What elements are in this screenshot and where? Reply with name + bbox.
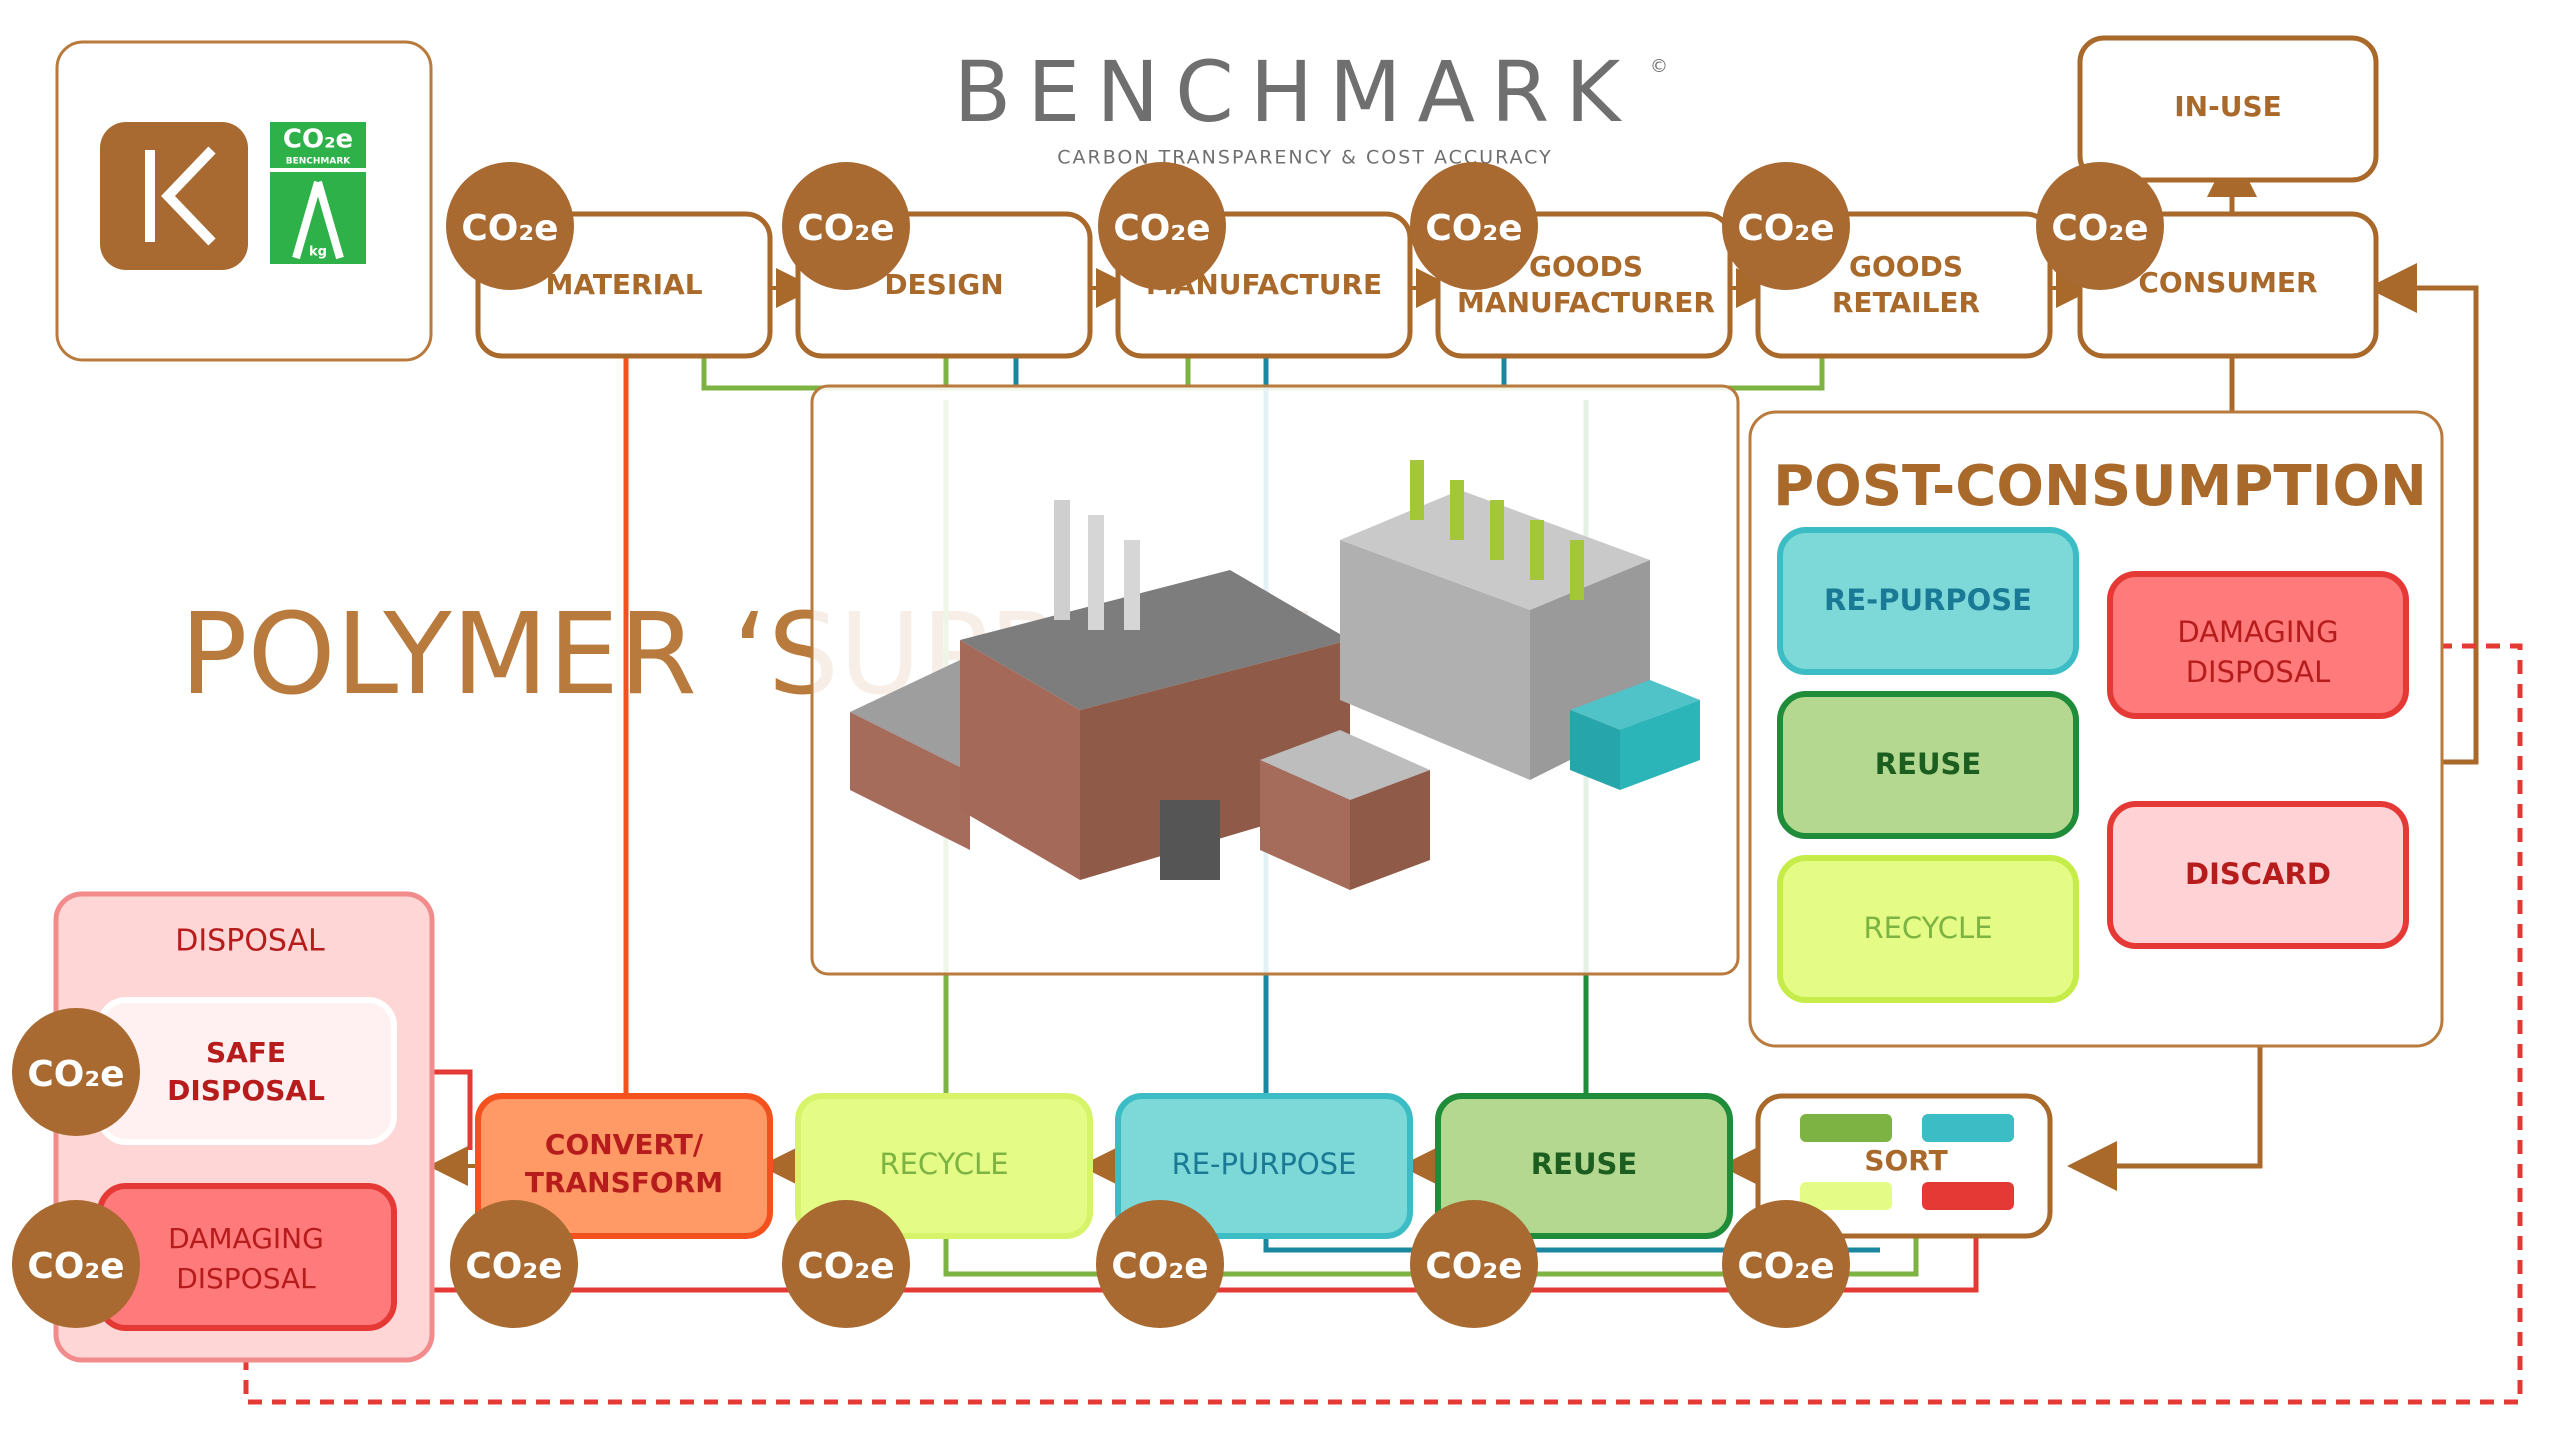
- co2e-circle-repurpose: CO₂e: [1096, 1200, 1224, 1328]
- svg-text:CO₂e: CO₂e: [1425, 1246, 1522, 1287]
- svg-text:CO₂e: CO₂e: [1425, 208, 1522, 249]
- pc-discard[interactable]: DISCARD: [2107, 801, 2409, 949]
- co2e-circle-damaging-disposal: CO₂e: [12, 1200, 140, 1328]
- step-in-use[interactable]: IN-USE: [2077, 35, 2379, 183]
- co2e-circle-recycle: CO₂e: [782, 1200, 910, 1328]
- svg-text:CO₂e: CO₂e: [283, 125, 353, 155]
- svg-text:CO₂e: CO₂e: [27, 1054, 124, 1095]
- svg-text:CO₂e: CO₂e: [465, 1246, 562, 1287]
- step-convert-transform[interactable]: CONVERT/ TRANSFORM: [475, 1093, 773, 1239]
- svg-text:DAMAGING: DAMAGING: [2177, 615, 2338, 649]
- svg-text:DESIGN: DESIGN: [884, 268, 1003, 301]
- step-sort[interactable]: SORT: [1755, 1093, 2053, 1239]
- co2e-markers: CO₂e CO₂e CO₂e CO₂e CO₂e CO₂e CO₂e CO₂e …: [12, 162, 2164, 1328]
- svg-text:SAFE: SAFE: [206, 1036, 286, 1069]
- svg-text:TRANSFORM: TRANSFORM: [525, 1166, 723, 1199]
- svg-text:DAMAGING: DAMAGING: [168, 1222, 324, 1255]
- co2e-circle-consumer: CO₂e: [2036, 162, 2164, 290]
- sort-swatch-red: [1922, 1182, 2014, 1210]
- svg-text:SORT: SORT: [1864, 1144, 1947, 1177]
- co2e-circle-reuse: CO₂e: [1410, 1200, 1538, 1328]
- svg-text:MANUFACTURER: MANUFACTURER: [1457, 286, 1715, 319]
- co2e-circle-manufacture: CO₂e: [1098, 162, 1226, 290]
- svg-text:RE-PURPOSE: RE-PURPOSE: [1172, 1147, 1357, 1181]
- svg-text:RECYCLE: RECYCLE: [879, 1147, 1008, 1181]
- brand-copyright: ©: [1650, 56, 1668, 77]
- post-consumption-heading: POST-CONSUMPTION: [1773, 454, 2427, 519]
- svg-text:GOODS: GOODS: [1849, 250, 1963, 283]
- svg-text:DISPOSAL: DISPOSAL: [167, 1074, 325, 1107]
- svg-text:RETAILER: RETAILER: [1832, 286, 1980, 319]
- svg-text:CO₂e: CO₂e: [2051, 208, 2148, 249]
- benchmark-k-logo: [100, 122, 248, 270]
- co2e-circle-convert: CO₂e: [450, 1200, 578, 1328]
- sort-swatch-green: [1800, 1114, 1892, 1142]
- svg-text:CO₂e: CO₂e: [797, 208, 894, 249]
- co2e-circle-design: CO₂e: [782, 162, 910, 290]
- svg-text:DISCARD: DISCARD: [2185, 857, 2331, 891]
- svg-text:DISPOSAL: DISPOSAL: [2186, 655, 2331, 689]
- svg-text:CO₂e: CO₂e: [1111, 1246, 1208, 1287]
- svg-text:CO₂e: CO₂e: [1113, 208, 1210, 249]
- svg-text:MATERIAL: MATERIAL: [545, 268, 702, 301]
- step-reuse[interactable]: REUSE: [1435, 1093, 1733, 1239]
- pc-damaging-disposal[interactable]: DAMAGING DISPOSAL: [2107, 571, 2409, 719]
- sort-swatch-teal: [1922, 1114, 2014, 1142]
- svg-text:REUSE: REUSE: [1531, 1147, 1637, 1181]
- svg-text:CONVERT/: CONVERT/: [545, 1128, 704, 1161]
- svg-text:CO₂e: CO₂e: [27, 1246, 124, 1287]
- co2e-circle-safe-disposal: CO₂e: [12, 1008, 140, 1136]
- svg-text:CO₂e: CO₂e: [1737, 1246, 1834, 1287]
- svg-text:IN-USE: IN-USE: [2174, 90, 2282, 123]
- co2e-circle-material: CO₂e: [446, 162, 574, 290]
- step-repurpose[interactable]: RE-PURPOSE: [1115, 1093, 1413, 1239]
- co2e-benchmark-badge: CO₂e BENCHMARK kg: [270, 122, 366, 264]
- sort-swatch-yellow: [1800, 1182, 1892, 1210]
- pc-repurpose[interactable]: RE-PURPOSE: [1777, 527, 2079, 675]
- svg-text:CO₂e: CO₂e: [797, 1246, 894, 1287]
- svg-text:DISPOSAL: DISPOSAL: [176, 1262, 316, 1295]
- svg-text:CO₂e: CO₂e: [1737, 208, 1834, 249]
- safe-disposal[interactable]: SAFE DISPOSAL: [97, 997, 397, 1145]
- svg-text:REUSE: REUSE: [1875, 747, 1981, 781]
- brand-header: BENCHMARK © CARBON TRANSPARENCY & COST A…: [954, 43, 1668, 169]
- co2e-circle-sort: CO₂e: [1722, 1200, 1850, 1328]
- co2e-circle-goods-manufacturer: CO₂e: [1410, 162, 1538, 290]
- step-recycle[interactable]: RECYCLE: [795, 1093, 1093, 1239]
- pc-recycle[interactable]: RECYCLE: [1777, 855, 2079, 1003]
- svg-text:RECYCLE: RECYCLE: [1863, 911, 1992, 945]
- factory-panel: [810, 384, 1740, 976]
- pc-reuse[interactable]: REUSE: [1777, 691, 2079, 839]
- disposal-damaging[interactable]: DAMAGING DISPOSAL: [97, 1183, 397, 1331]
- co2e-circle-goods-retailer: CO₂e: [1722, 162, 1850, 290]
- svg-text:CO₂e: CO₂e: [461, 208, 558, 249]
- svg-text:BENCHMARK: BENCHMARK: [286, 157, 352, 167]
- factory-illustration: [850, 460, 1700, 890]
- svg-text:RE-PURPOSE: RE-PURPOSE: [1824, 583, 2032, 617]
- brand-tagline: CARBON TRANSPARENCY & COST ACCURACY: [1057, 147, 1552, 169]
- disposal-heading: DISPOSAL: [175, 924, 325, 959]
- svg-text:CONSUMER: CONSUMER: [2138, 266, 2317, 299]
- brand-name: BENCHMARK: [954, 43, 1637, 141]
- logo-panel: CO₂e BENCHMARK kg: [55, 40, 433, 362]
- svg-text:kg: kg: [309, 245, 327, 260]
- svg-text:GOODS: GOODS: [1529, 250, 1643, 283]
